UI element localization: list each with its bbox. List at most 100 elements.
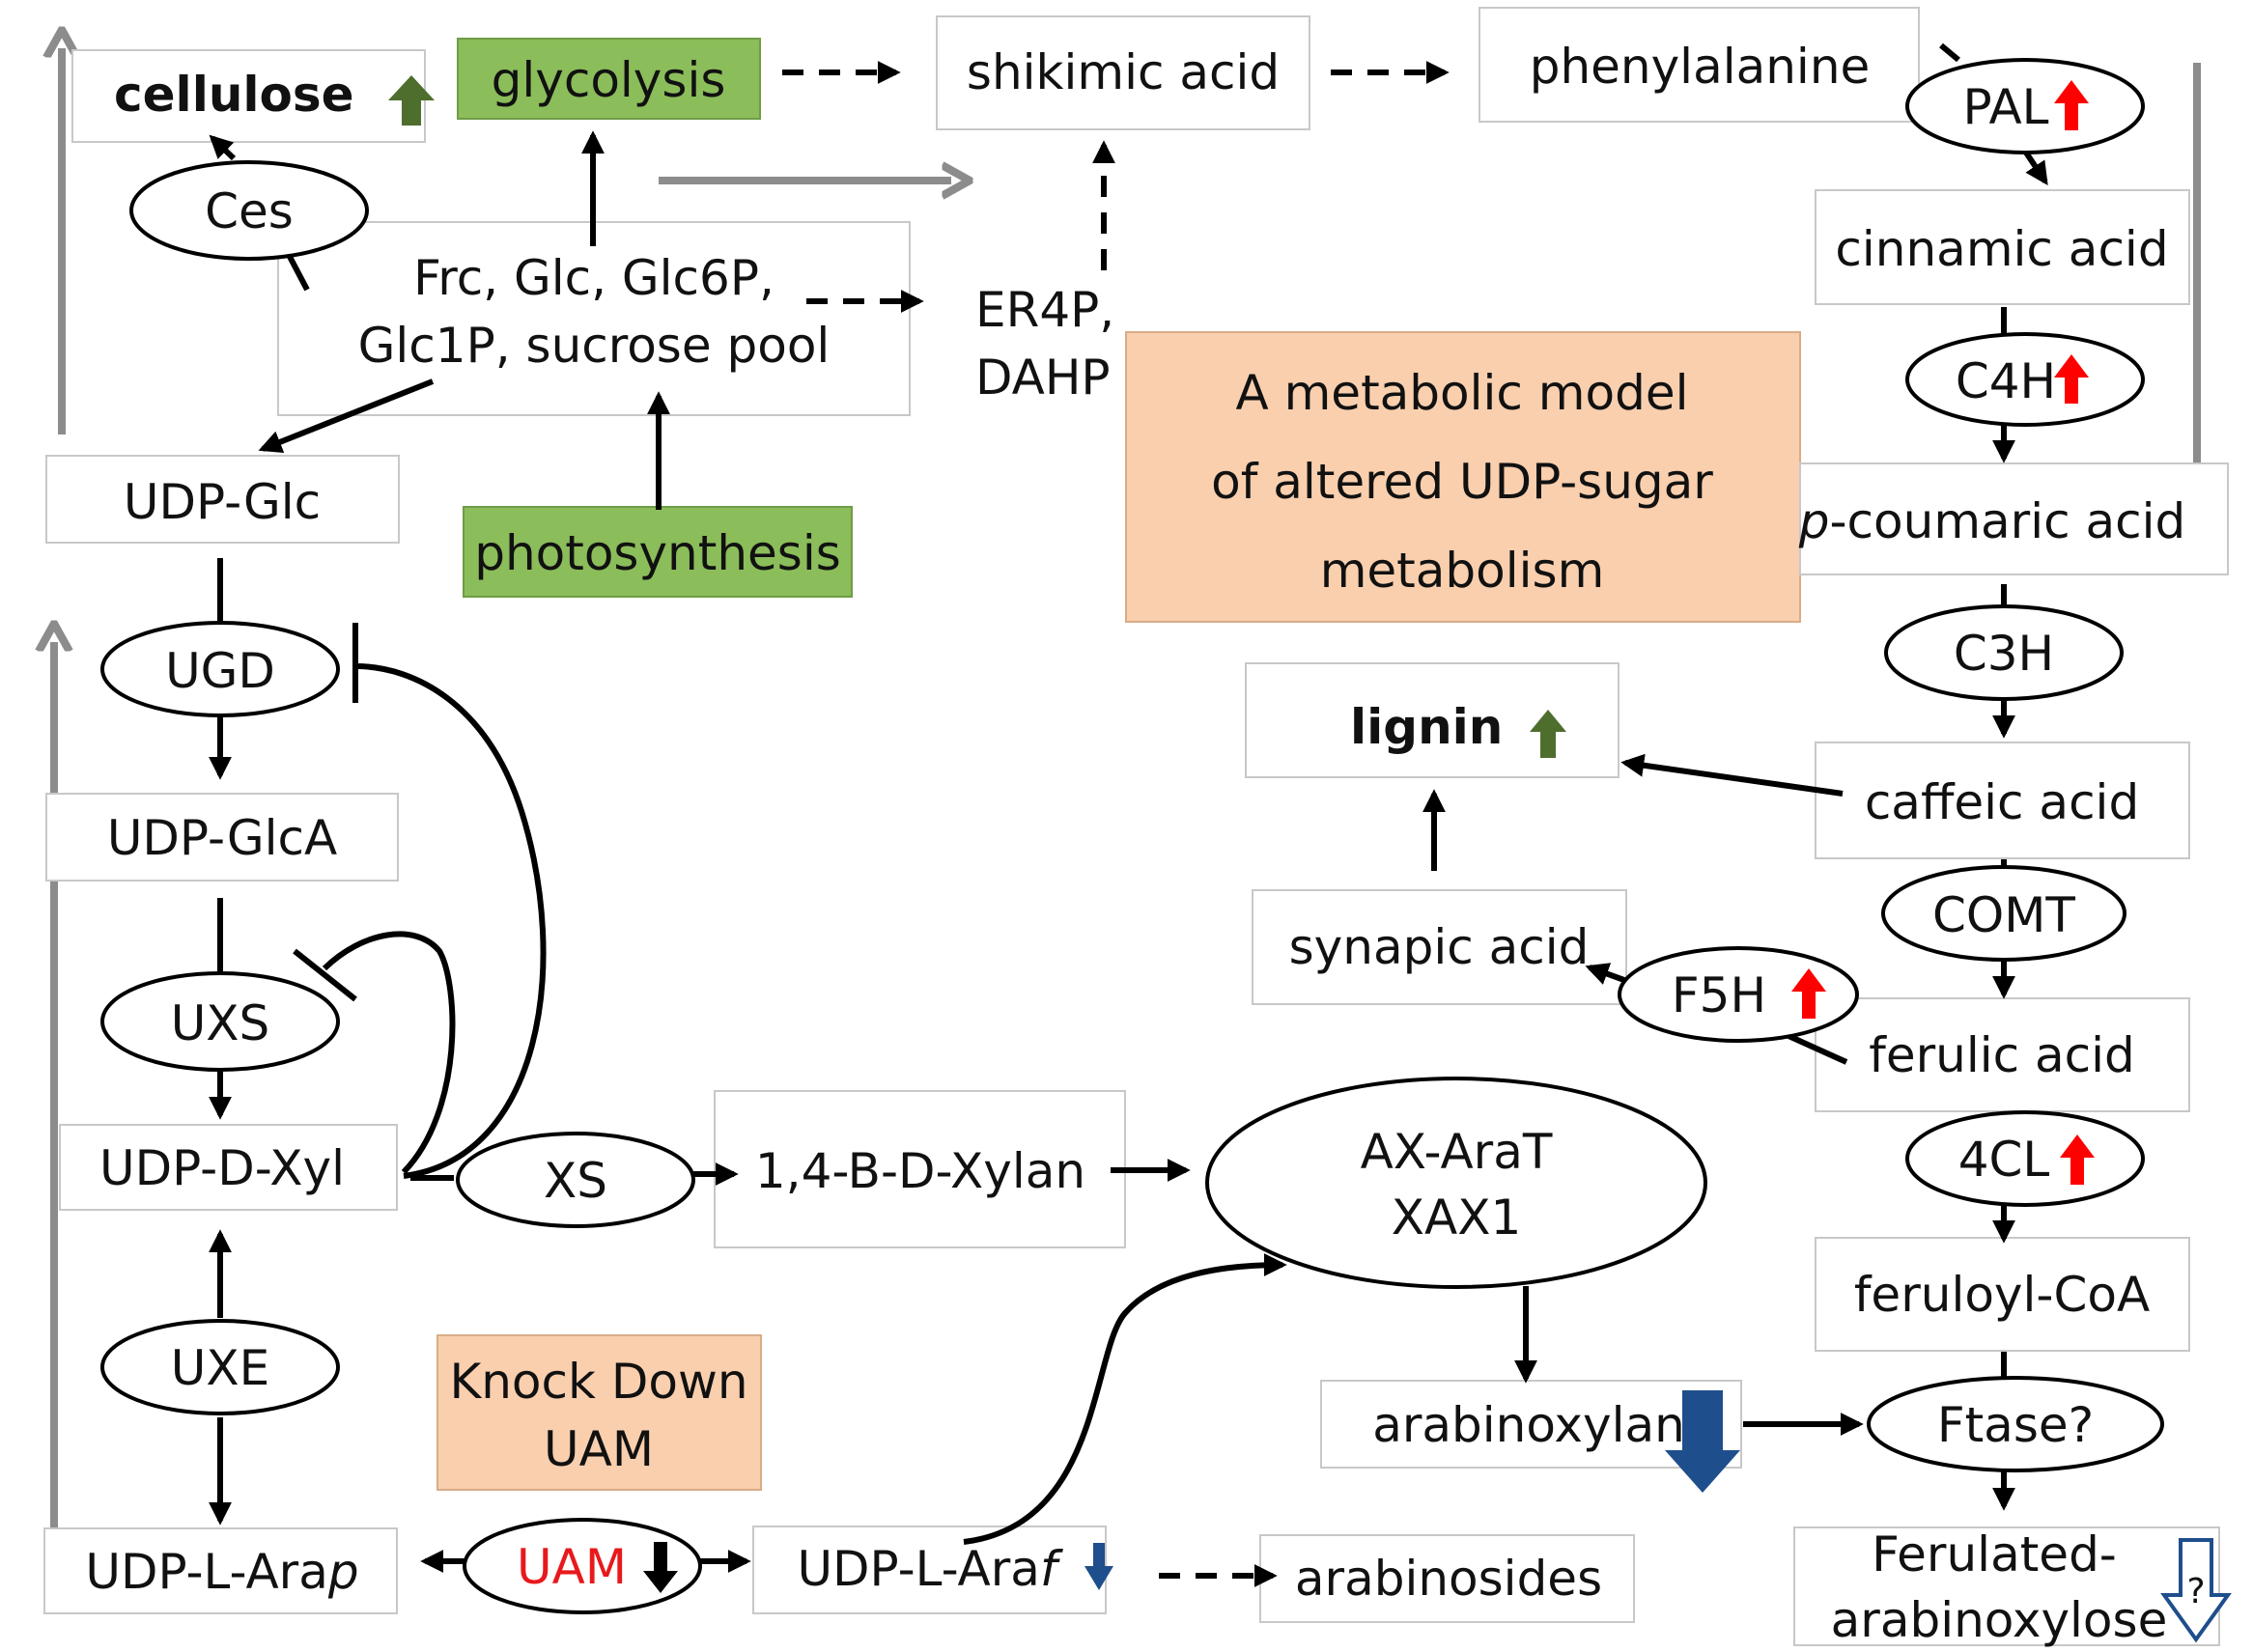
udp-l-arap-label: UDP-L-Arap <box>85 1544 358 1600</box>
f5h-ellipse <box>1618 946 1859 1043</box>
ferulated-arabinoxylose-box <box>1793 1526 2220 1646</box>
arrow-ces-to-cellulose <box>209 134 237 161</box>
ces-label: Ces <box>205 183 294 239</box>
udp-l-arap-box <box>43 1527 398 1614</box>
inhibition-xyl-to-ugd <box>354 663 547 1179</box>
udp-glca-label: UDP-GlcA <box>107 810 337 866</box>
f5h-up-icon <box>1791 968 1826 1019</box>
shikimic-acid-box <box>936 15 1310 130</box>
ferulated-label-line1: Ferulated- <box>1872 1526 2117 1582</box>
c3h-ellipse <box>1884 604 2124 701</box>
udp-l-araf-label: UDP-L-Araf <box>797 1541 1063 1597</box>
er4p-label: ER4P, <box>975 282 1114 338</box>
uam-down-icon <box>643 1542 678 1593</box>
sugar-pool-label-line1: Frc, Glc, Glc6P, <box>413 250 774 306</box>
feruloyl-coa-label: feruloyl-CoA <box>1854 1267 2150 1323</box>
synapic-acid-box <box>1252 889 1627 1005</box>
cinnamic-acid-label: cinnamic acid <box>1835 221 2168 277</box>
ferulated-question-mark: ? <box>2186 1572 2205 1611</box>
p-coumaric-acid-label: p-coumaric acid <box>1798 493 2186 549</box>
uxs-ellipse <box>100 971 340 1072</box>
node-boxes <box>43 7 2229 1646</box>
glycolysis-label: glycolysis <box>492 52 726 108</box>
ax-arat-label-line1: AX-AraT <box>1361 1124 1553 1180</box>
glycolysis-box <box>457 38 761 120</box>
arabinoxylan-label: arabinoxylan <box>1372 1397 1685 1453</box>
ferulated-label-line2: arabinoxylose <box>1831 1592 2168 1648</box>
c4h-up-icon <box>2054 354 2089 404</box>
knock-down-label-line2: UAM <box>544 1421 654 1477</box>
line-ferulic-to-f5h <box>1785 1032 1848 1065</box>
knock-down-box <box>437 1334 762 1491</box>
title-line-1: A metabolic model <box>1236 365 1689 421</box>
phenylalanine-box <box>1479 7 1920 123</box>
ces-ellipse <box>129 160 369 261</box>
c4h-ellipse <box>1905 332 2145 427</box>
regulation-arrows <box>388 75 2232 1643</box>
arrow-pool-to-udp-glc <box>258 378 435 454</box>
cellulose-box <box>71 49 426 143</box>
udp-d-xyl-label: UDP-D-Xyl <box>99 1140 345 1196</box>
synapic-acid-label: synapic acid <box>1289 919 1590 975</box>
4cl-label: 4CL <box>1958 1132 2050 1188</box>
title-line-3: metabolism <box>1320 543 1605 599</box>
pal-label: PAL <box>1962 79 2048 135</box>
uam-label: UAM <box>517 1539 627 1595</box>
4cl-up-icon <box>2060 1134 2095 1185</box>
udp-l-araf-down-icon <box>1084 1543 1113 1590</box>
pal-ellipse <box>1905 58 2145 154</box>
dahp-label: DAHP <box>975 350 1111 406</box>
title-box <box>1125 331 1801 623</box>
udp-glca-box <box>45 793 399 882</box>
title-line-2: of altered UDP-sugar <box>1211 454 1713 510</box>
arabinoxylan-down-icon <box>1665 1390 1740 1493</box>
inhibition-bar-uxs <box>293 948 357 1002</box>
f5h-label: F5H <box>1672 967 1766 1023</box>
sugar-pool-box <box>277 221 911 416</box>
uxs-label: UXS <box>171 995 270 1051</box>
udp-glc-label: UDP-Glc <box>124 474 321 530</box>
udp-d-xyl-box <box>59 1124 398 1211</box>
arabinosides-box <box>1259 1534 1635 1623</box>
cellulose-up-icon <box>388 75 435 126</box>
ftase-label: Ftase? <box>1937 1397 2094 1453</box>
inhibition-xyl-to-uxs <box>322 931 456 1175</box>
udp-glc-box <box>45 455 400 544</box>
uam-ellipse <box>463 1518 702 1614</box>
photosynthesis-label: photosynthesis <box>474 525 841 581</box>
line-ces-to-pool <box>285 251 310 292</box>
comt-ellipse <box>1881 865 2126 962</box>
cellulose-label: cellulose <box>114 67 354 123</box>
lignin-label: lignin <box>1350 699 1503 755</box>
ftase-ellipse <box>1867 1376 2164 1472</box>
c4h-label: C4H <box>1956 353 2056 409</box>
ax-arat-ellipse <box>1205 1077 1707 1289</box>
caffeic-acid-label: caffeic acid <box>1865 774 2139 830</box>
arrow-udp-l-araf-to-ax-arat <box>963 1253 1287 1545</box>
knock-down-label-line1: Knock Down <box>449 1354 747 1410</box>
arabinosides-label: arabinosides <box>1295 1551 1602 1607</box>
ferulic-acid-box <box>1815 997 2190 1112</box>
lignin-up-icon <box>1530 710 1566 758</box>
ferulic-acid-label: ferulic acid <box>1869 1027 2135 1083</box>
c3h-label: C3H <box>1954 626 2054 682</box>
caffeic-acid-box <box>1815 742 2190 859</box>
labels: cellulose glycolysis shikimic acid pheny… <box>85 39 2205 1648</box>
comt-label: COMT <box>1932 887 2075 943</box>
photosynthesis-box <box>463 506 853 598</box>
line-phenylalanine-to-pal <box>1939 42 1960 63</box>
arrow-pal-to-cinnamic <box>2023 151 2048 185</box>
udp-l-araf-box <box>752 1526 1107 1614</box>
uxe-ellipse <box>100 1319 340 1415</box>
pal-up-icon <box>2054 80 2089 130</box>
sugar-pool-label-line2: Glc1P, sucrose pool <box>358 318 831 374</box>
ugd-ellipse <box>100 621 340 717</box>
xs-ellipse <box>456 1132 695 1228</box>
xylan-label: 1,4-B-D-Xylan <box>755 1143 1085 1199</box>
uxe-label: UXE <box>171 1340 269 1396</box>
xs-label: XS <box>544 1153 607 1209</box>
cinnamic-acid-box <box>1815 189 2190 305</box>
ugd-label: UGD <box>165 643 275 699</box>
xax1-label: XAX1 <box>1392 1190 1522 1246</box>
